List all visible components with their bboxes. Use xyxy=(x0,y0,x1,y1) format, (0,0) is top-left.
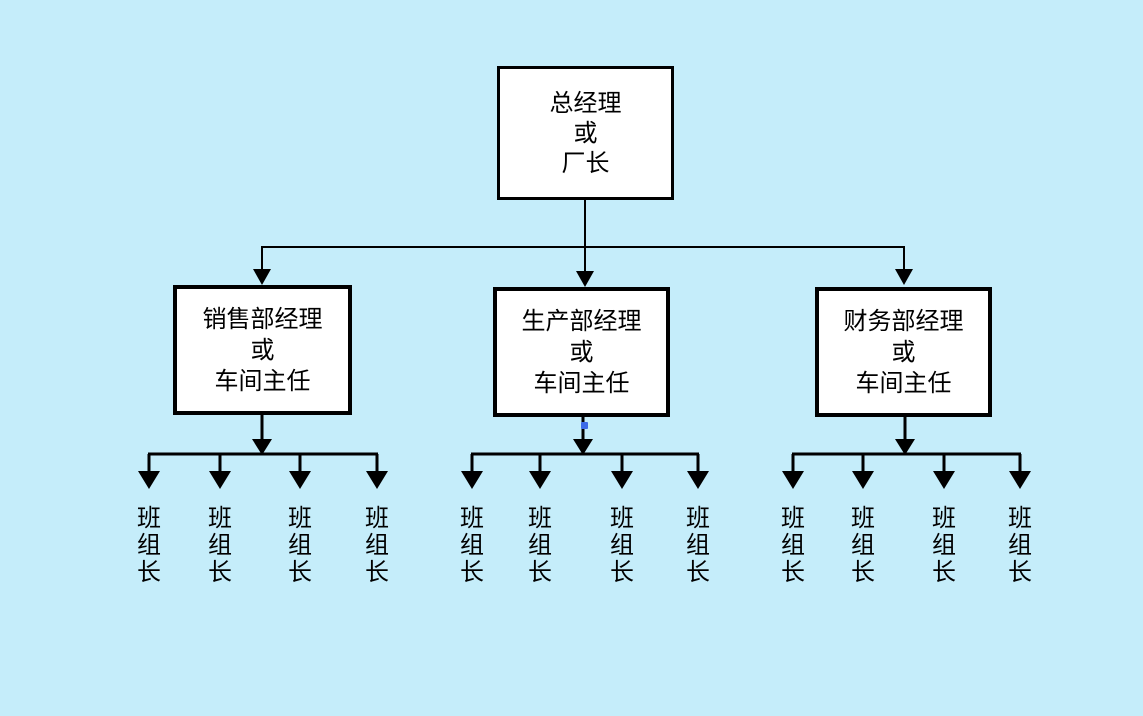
leader-label-production-4[interactable]: 班组长 xyxy=(686,504,710,586)
node-text-line: 或 xyxy=(250,335,275,364)
leader-label-finance-4[interactable]: 班组长 xyxy=(1008,504,1032,586)
leader-label-sales-1[interactable]: 班组长 xyxy=(137,504,161,586)
leader-label-finance-3[interactable]: 班组长 xyxy=(932,504,956,586)
node-text-line: 或 xyxy=(569,337,594,366)
leader-label-production-1[interactable]: 班组长 xyxy=(460,504,484,586)
leader-label-sales-2[interactable]: 班组长 xyxy=(208,504,232,586)
leader-label-production-2[interactable]: 班组长 xyxy=(528,504,552,586)
leader-label-sales-4[interactable]: 班组长 xyxy=(365,504,389,586)
node-finance-manager[interactable]: 财务部经理 或 车间主任 xyxy=(815,287,992,417)
leader-label-finance-1[interactable]: 班组长 xyxy=(781,504,805,586)
leader-label-production-3[interactable]: 班组长 xyxy=(610,504,634,586)
level1-connector-lines xyxy=(261,200,905,272)
selection-handle[interactable] xyxy=(581,422,588,429)
node-text-line: 厂长 xyxy=(561,149,610,177)
leader-label-finance-2[interactable]: 班组长 xyxy=(851,504,875,586)
node-text-line: 财务部经理 xyxy=(843,306,964,335)
node-text-line: 车间主任 xyxy=(214,366,311,395)
level2-connector-lines xyxy=(147,415,1022,472)
node-production-manager[interactable]: 生产部经理 或 车间主任 xyxy=(493,287,670,417)
node-text-line: 销售部经理 xyxy=(202,304,323,333)
node-text-line: 或 xyxy=(573,119,598,147)
level1-arrowheads xyxy=(253,269,913,287)
node-sales-manager[interactable]: 销售部经理 或 车间主任 xyxy=(173,285,352,415)
node-text-line: 总经理 xyxy=(549,89,622,117)
node-general-manager[interactable]: 总经理 或 厂长 xyxy=(497,66,674,200)
node-text-line: 生产部经理 xyxy=(521,306,642,335)
leader-label-sales-3[interactable]: 班组长 xyxy=(288,504,312,586)
level2-arrowheads xyxy=(138,439,1031,489)
node-text-line: 车间主任 xyxy=(855,368,952,397)
node-text-line: 车间主任 xyxy=(533,368,630,397)
node-text-line: 或 xyxy=(891,337,916,366)
